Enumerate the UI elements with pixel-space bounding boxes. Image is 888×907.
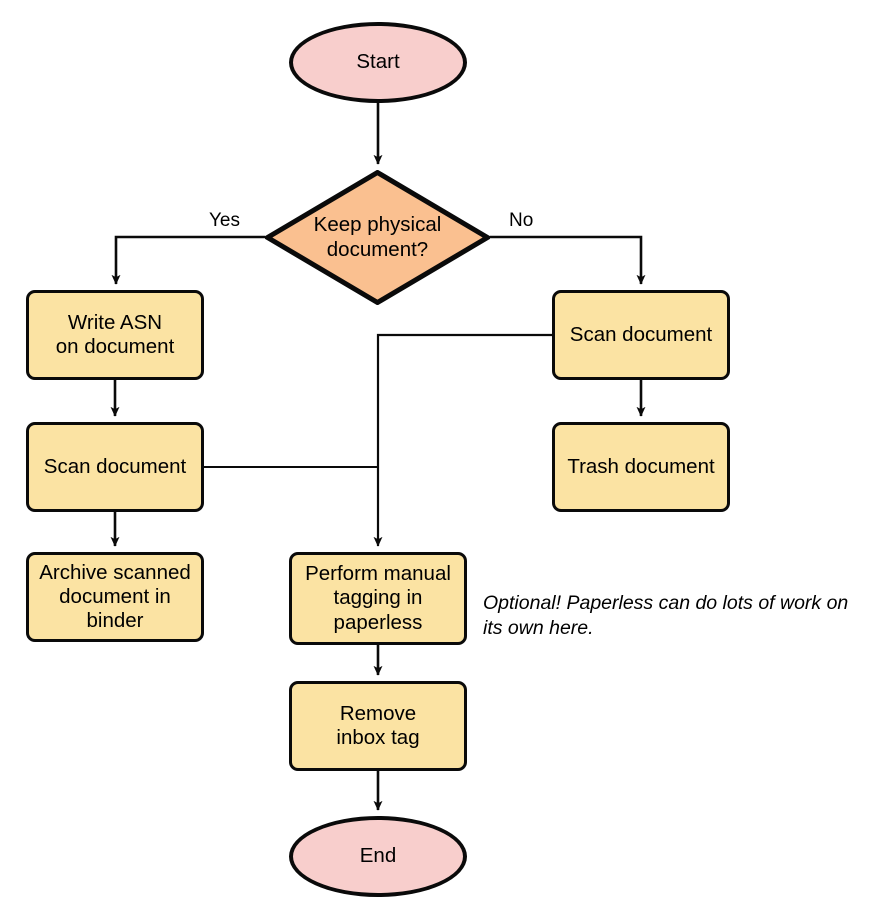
node-manual-tagging-label: Perform manual tagging in paperless [305,562,451,635]
node-perform-manual-tagging[interactable]: Perform manual tagging in paperless [289,552,467,645]
edge-label-yes: Yes [209,210,240,231]
node-remove-inbox-tag[interactable]: Remove inbox tag [289,681,467,771]
node-scan-document-right[interactable]: Scan document [552,290,730,380]
node-scan-document-left-label: Scan document [43,454,187,478]
edge-scan-right-to-manual-tagging [373,333,552,547]
node-end[interactable]: End [289,816,467,897]
edge-decision-yes-to-write-asn [111,235,265,285]
node-decision-keep-physical-document[interactable]: Keep physical document? [265,170,490,305]
annotation-optional-note-line1: Optional! Paperless can do lots of work … [483,592,849,614]
node-write-asn-label-line1: Write ASN [67,310,163,334]
node-write-asn-on-document[interactable]: Write ASN on document [26,290,204,380]
node-remove-inbox-label-line2: inbox tag [336,726,420,749]
annotation-optional-note: Optional! Paperless can do lots of work … [483,591,888,641]
edge-label-no: No [509,210,534,231]
node-archive-label: Archive scanned document in binder [39,561,191,634]
node-decision-label-line1: Keep physical [313,213,442,237]
node-scan-document-right-label: Scan document [569,322,713,346]
node-remove-inbox-label-line1: Remove [339,701,417,725]
node-remove-inbox-label: Remove inbox tag [336,702,419,750]
node-archive-scanned-document[interactable]: Archive scanned document in binder [26,552,204,642]
node-decision-label-line2: document? [326,237,429,261]
node-archive-label-line2: document in [59,584,171,608]
annotation-optional-note-line2: its own here. [483,616,594,639]
node-manual-tagging-label-line3: paperless [333,610,423,634]
node-write-asn-label: Write ASN on document [56,311,175,359]
node-scan-document-left[interactable]: Scan document [26,422,204,512]
node-archive-label-line3: binder [86,609,144,633]
node-manual-tagging-label-line2: tagging in [333,586,423,610]
node-start-label: Start [356,50,400,74]
node-trash-document-label: Trash document [567,454,715,478]
node-archive-label-line1: Archive scanned [39,560,191,584]
node-end-label: End [359,844,397,868]
node-decision-label: Keep physical document? [314,213,442,261]
node-trash-document[interactable]: Trash document [552,422,730,512]
node-start[interactable]: Start [289,22,467,103]
node-write-asn-label-line2: on document [55,335,175,358]
diamond-shape [265,170,490,305]
edge-decision-no-to-scan-right [490,235,646,285]
node-manual-tagging-label-line1: Perform manual [305,562,451,586]
